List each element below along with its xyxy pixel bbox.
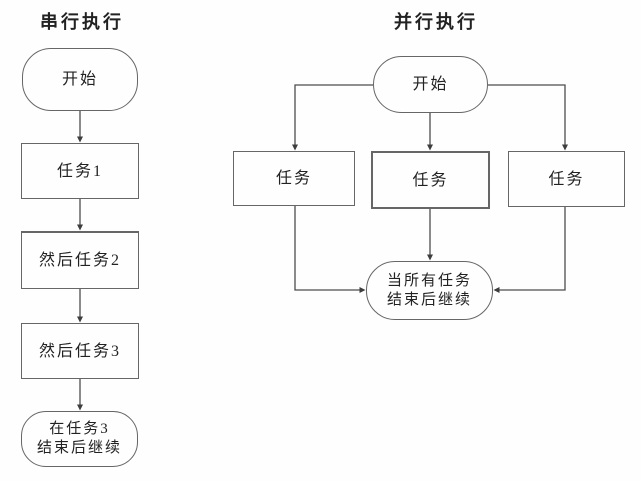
- parallel-start-node: 开始: [373, 56, 488, 113]
- serial-start-node: 开始: [22, 48, 138, 111]
- parallel-end-label-line2: 结束后继续: [386, 291, 472, 308]
- parallel-task-left-label: 任务: [275, 170, 312, 187]
- serial-task1-label: 任务1: [56, 162, 103, 180]
- parallel-title: 并行执行: [394, 12, 478, 32]
- parallel-task-right-label: 任务: [548, 170, 585, 188]
- serial-task2-node: 然后任务2: [21, 231, 139, 289]
- serial-end-label-line2: 结束后继续: [36, 440, 122, 456]
- serial-task2-label: 然后任务2: [38, 252, 121, 269]
- serial-end-node: 在任务3 结束后继续: [21, 411, 138, 467]
- parallel-task-left-node: 任务: [233, 151, 355, 206]
- parallel-arrow-start-left: [292, 84, 373, 151]
- parallel-arrow-right-end: [493, 207, 566, 293]
- parallel-arrow-start-right: [488, 84, 568, 151]
- serial-end-label-line1: 在任务3: [49, 421, 110, 437]
- parallel-start-label: 开始: [412, 76, 449, 93]
- serial-start-label: 开始: [61, 71, 98, 88]
- parallel-arrow-left-end: [294, 206, 366, 293]
- parallel-task-right-node: 任务: [508, 151, 625, 207]
- serial-task3-node: 然后任务3: [21, 323, 139, 379]
- parallel-task-center-label: 任务: [412, 171, 449, 189]
- serial-task1-node: 任务1: [21, 143, 139, 199]
- serial-title: 串行执行: [40, 12, 124, 32]
- parallel-end-label-line1: 当所有任务: [386, 272, 472, 289]
- parallel-end-node: 当所有任务 结束后继续: [366, 261, 493, 320]
- serial-task3-label: 然后任务3: [38, 342, 121, 360]
- parallel-task-center-node: 任务: [371, 151, 490, 209]
